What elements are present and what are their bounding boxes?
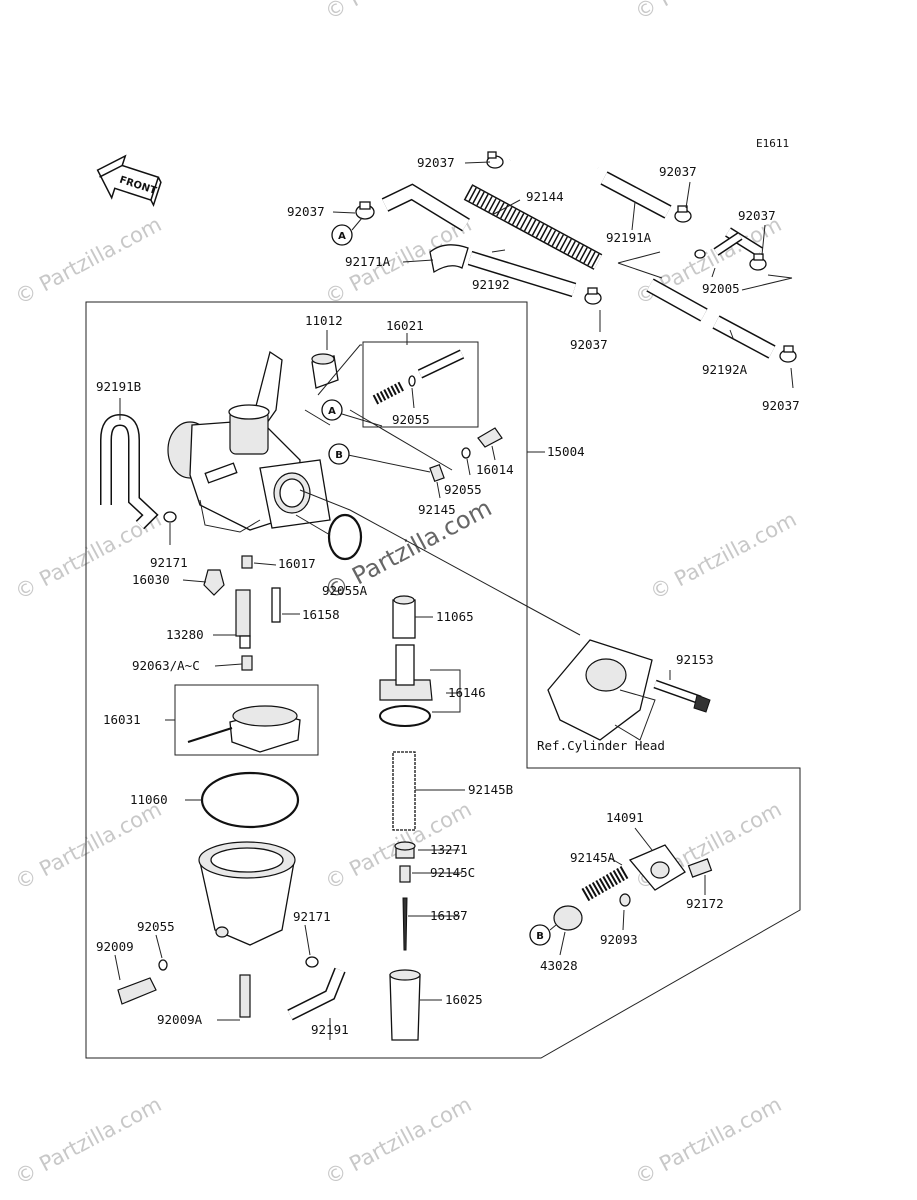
part-label: 13271 xyxy=(430,842,468,857)
callout-b-body: B xyxy=(328,443,350,465)
part-label: 16017 xyxy=(278,556,316,571)
part-label: 92145A xyxy=(570,850,616,865)
subassembly-box-16021 xyxy=(362,341,479,428)
part-label: 43028 xyxy=(540,958,578,973)
part-label: 92009 xyxy=(96,939,134,954)
part-label: 92171 xyxy=(150,555,188,570)
part-label: 11065 xyxy=(436,609,474,624)
part-label: 92055A xyxy=(322,583,368,598)
part-label: 14091 xyxy=(606,810,644,825)
watermark: © Partzilla.com xyxy=(631,0,785,24)
part-label: 92191 xyxy=(311,1022,349,1037)
part-label: 11060 xyxy=(130,792,168,807)
watermark: © Partzilla.com xyxy=(11,1092,165,1189)
part-label: 16158 xyxy=(302,607,340,622)
part-label: 16031 xyxy=(103,712,141,727)
part-label: 16146 xyxy=(448,685,486,700)
part-label: 92145 xyxy=(418,502,456,517)
watermark: © Partzilla.com xyxy=(631,1092,785,1189)
part-label: 92144 xyxy=(526,189,564,204)
part-label: 16014 xyxy=(476,462,514,477)
svg-text:A: A xyxy=(338,231,346,242)
part-label: 92192 xyxy=(472,277,510,292)
carburetor-body xyxy=(167,350,331,533)
part-label: 92153 xyxy=(676,652,714,667)
part-label: 92037 xyxy=(738,208,776,223)
straight-hoses xyxy=(381,183,793,359)
part-label: 92055 xyxy=(444,482,482,497)
part-label: 92005 xyxy=(702,281,740,296)
part-label: 92093 xyxy=(600,932,638,947)
part-label: 92055 xyxy=(137,919,175,934)
part-label: 92037 xyxy=(659,164,697,179)
small-parts-group xyxy=(327,427,503,561)
part-label: 16021 xyxy=(386,318,424,333)
clamp-icon xyxy=(779,345,797,363)
part-label: 15004 xyxy=(547,444,585,459)
part-label: 92063/A~C xyxy=(132,658,200,673)
intake-manifold xyxy=(547,639,711,741)
part-label: 92145B xyxy=(468,782,513,797)
cap-11012 xyxy=(311,353,339,389)
clamp-icon xyxy=(584,287,602,305)
part-label: 11012 xyxy=(305,313,343,328)
part-label: 16030 xyxy=(132,572,170,587)
hose-clamps xyxy=(355,151,797,363)
accelerator-pump xyxy=(553,844,713,931)
watermark: © Partzilla.com xyxy=(11,212,165,309)
diagram-code: E1611 xyxy=(756,137,789,150)
part-label: 16025 xyxy=(445,992,483,1007)
part-label: 92171A xyxy=(345,254,391,269)
watermark: © Partzilla.com xyxy=(321,1092,475,1189)
part-label: 92191B xyxy=(96,379,141,394)
svg-text:B: B xyxy=(536,931,544,942)
part-label: 92145C xyxy=(430,865,475,880)
part-label: 92037 xyxy=(287,204,325,219)
clamp-icon xyxy=(486,151,504,169)
part-label: 13280 xyxy=(166,627,204,642)
part-label: 92055 xyxy=(392,412,430,427)
clamp-icon xyxy=(749,253,767,271)
watermark: © Partzilla.com xyxy=(321,0,475,24)
part-labels: 92037 92037 92144 92037 92037 92191A 921… xyxy=(96,155,800,1037)
ref-note: Ref.Cylinder Head xyxy=(537,738,665,753)
clamp-icon xyxy=(674,205,692,223)
clamp-icon xyxy=(355,201,375,220)
center-column-parts xyxy=(379,595,433,1041)
svg-text:A: A xyxy=(328,406,336,417)
left-column-parts xyxy=(100,413,281,671)
leader-lines xyxy=(114,161,794,1040)
callout-b-pump: B xyxy=(529,924,557,946)
part-label: 92191A xyxy=(606,230,652,245)
part-label: 92171 xyxy=(293,909,331,924)
callout-a-top: A xyxy=(331,217,363,246)
front-arrow-icon: FRONT xyxy=(96,154,162,208)
part-label: 92172 xyxy=(686,896,724,911)
svg-text:B: B xyxy=(335,450,343,461)
gasket-11060 xyxy=(200,771,300,829)
fuel-hose-group xyxy=(463,144,672,296)
clip-92171A xyxy=(429,244,469,274)
watermark: © Partzilla.com xyxy=(646,507,800,604)
float-bowl xyxy=(117,841,346,1021)
part-label: 92009A xyxy=(157,1012,203,1027)
part-label: 92037 xyxy=(417,155,455,170)
part-label: 16187 xyxy=(430,908,468,923)
callout-a-body: A xyxy=(321,399,343,421)
pilot-screw-set xyxy=(372,349,465,405)
float-16031 xyxy=(187,705,301,753)
watermark: © Partzilla.com xyxy=(11,797,165,894)
part-label: 92192A xyxy=(702,362,748,377)
part-label: 92037 xyxy=(762,398,800,413)
part-label: 92037 xyxy=(570,337,608,352)
assembly-frame xyxy=(85,301,801,1059)
